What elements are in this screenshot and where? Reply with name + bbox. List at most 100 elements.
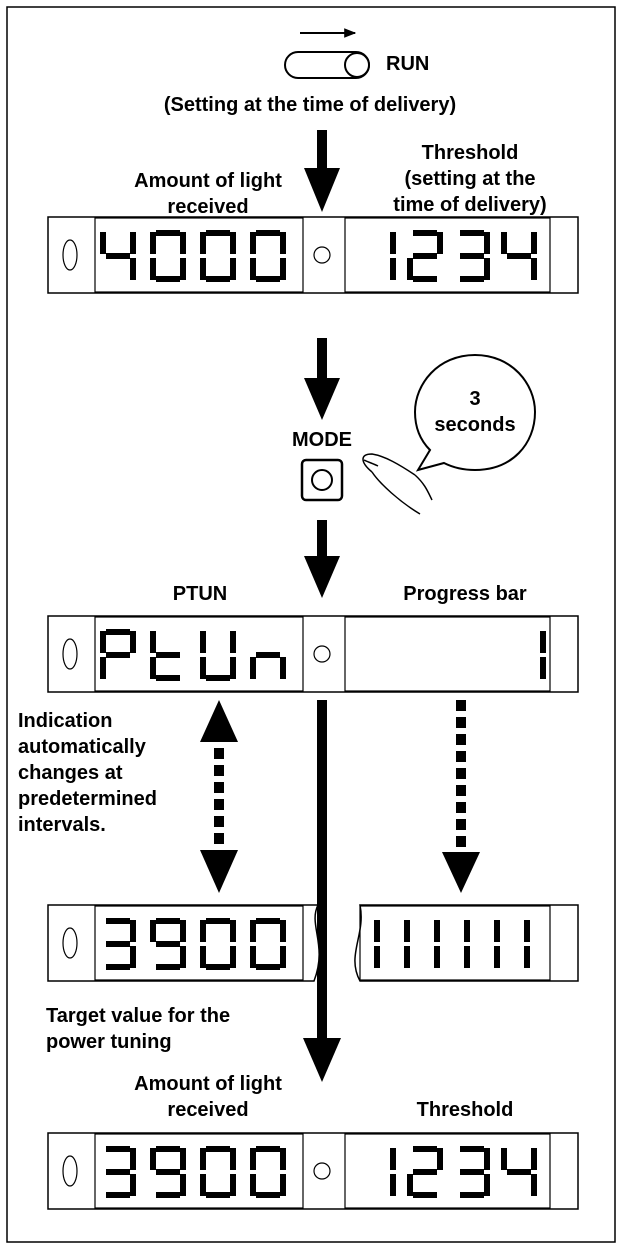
display-panel-progress <box>47 904 579 982</box>
seg-c <box>230 1174 236 1196</box>
seg-c <box>130 1174 136 1196</box>
panel-led <box>62 239 78 271</box>
finger-icon <box>362 453 433 515</box>
seg-g <box>156 941 180 947</box>
seg-b <box>130 1148 136 1170</box>
progress-bar-label: Progress bar <box>403 583 527 605</box>
down-arrow-1 <box>304 130 340 212</box>
seg-b <box>464 920 470 942</box>
seg-b <box>437 1148 443 1170</box>
seg-g <box>156 1169 180 1175</box>
seg-b <box>390 232 396 254</box>
seg-e <box>150 657 156 679</box>
seg-c <box>390 258 396 280</box>
seg-g <box>507 1169 531 1175</box>
seg-b <box>180 1148 186 1170</box>
seg-g <box>507 253 531 259</box>
seg-e <box>100 657 106 679</box>
seg-b <box>390 1148 396 1170</box>
speech-bubble <box>413 353 537 472</box>
seg-b <box>280 920 286 942</box>
left-window <box>94 905 304 981</box>
seg-b <box>130 232 136 254</box>
seg-a <box>256 230 280 236</box>
seg-c <box>464 946 470 968</box>
ptun-label: PTUN <box>172 583 228 605</box>
seg-f <box>150 631 156 653</box>
panel-led <box>62 1155 78 1187</box>
seg-e <box>407 1174 413 1196</box>
display-panel-ptun <box>47 615 579 693</box>
seg-e <box>250 258 256 280</box>
seg-a <box>106 629 130 635</box>
seg-b <box>180 232 186 254</box>
seg-f <box>200 920 206 942</box>
seg-g <box>460 253 484 259</box>
seg-g <box>106 1169 130 1175</box>
seg-f <box>150 920 156 942</box>
seg-d <box>460 276 484 282</box>
seg-b <box>494 920 500 942</box>
seg-c <box>280 258 286 280</box>
down-arrow-3 <box>304 520 340 598</box>
run-label: RUN <box>386 53 430 75</box>
seg-g <box>413 1169 437 1175</box>
down-arrow-2 <box>304 338 340 420</box>
bubble-text: 3 seconds <box>434 388 516 436</box>
right-window <box>359 905 551 981</box>
seg-d <box>206 675 230 681</box>
seg-b <box>280 1148 286 1170</box>
seg-b <box>230 1148 236 1170</box>
seg-b <box>230 232 236 254</box>
seg-a <box>206 230 230 236</box>
seg-f <box>250 1148 256 1170</box>
seg-a <box>156 918 180 924</box>
seg-f <box>200 631 206 653</box>
progress-arrow <box>442 700 480 893</box>
seg-c <box>180 946 186 968</box>
seg-c <box>280 1174 286 1196</box>
seg-c <box>540 657 546 679</box>
threshold-delivery-label: Threshold (setting at the time of delive… <box>393 142 547 216</box>
seg-d <box>206 1192 230 1198</box>
seg-b <box>531 232 537 254</box>
seg-c <box>230 946 236 968</box>
seg-g <box>156 652 180 658</box>
seg-a <box>206 1146 230 1152</box>
seg-b <box>437 232 443 254</box>
seg-c <box>524 946 530 968</box>
seg-c <box>230 258 236 280</box>
seg-d <box>156 964 180 970</box>
seg-d <box>413 276 437 282</box>
seg-g <box>413 253 437 259</box>
seg-f <box>100 631 106 653</box>
seg-b <box>524 920 530 942</box>
seg-c <box>230 657 236 679</box>
seg-d <box>460 1192 484 1198</box>
seg-a <box>256 918 280 924</box>
seg-b <box>540 631 546 653</box>
seg-c <box>531 1174 537 1196</box>
seg-d <box>156 276 180 282</box>
mode-button <box>300 458 344 502</box>
seg-b <box>374 920 380 942</box>
seg-b <box>484 232 490 254</box>
seg-c <box>404 946 410 968</box>
run-switch <box>284 28 370 79</box>
seg-a <box>106 918 130 924</box>
seg-f <box>250 920 256 942</box>
seg-c <box>180 1174 186 1196</box>
seg-b <box>484 1148 490 1170</box>
seg-g <box>460 1169 484 1175</box>
seg-c <box>374 946 380 968</box>
seg-f <box>100 232 106 254</box>
mode-label: MODE <box>292 429 352 451</box>
seg-e <box>200 657 206 679</box>
outer-frame <box>6 6 616 1243</box>
seg-b <box>230 920 236 942</box>
seg-b <box>130 920 136 942</box>
seg-g <box>106 652 130 658</box>
seg-b <box>404 920 410 942</box>
seg-d <box>256 276 280 282</box>
